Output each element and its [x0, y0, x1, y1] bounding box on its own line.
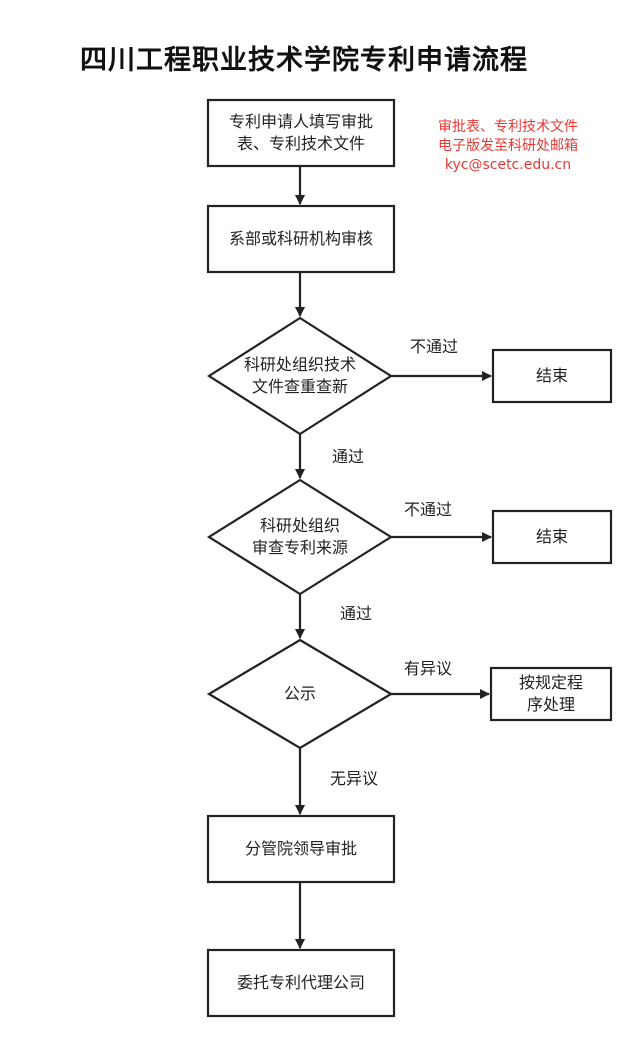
edge-label-novelty-fail: 不通过 — [410, 337, 459, 356]
dept-review-label: 系部或科研机构审核 — [228, 229, 373, 248]
edge-label-no-objection: 无异议 — [330, 769, 379, 788]
novelty-check-label: 科研处组织技术 文件查重查新 — [209, 318, 391, 434]
novelty-check-label-line-2: 文件查重查新 — [251, 377, 348, 396]
source-review-label: 科研处组织 审查专利来源 — [209, 480, 391, 594]
edge-label-novelty-pass: 通过 — [332, 447, 365, 466]
objection-handling-label: 按规定程 序处理 — [491, 668, 611, 720]
agency-box — [206, 948, 396, 1018]
objection-handling-label-line-1: 按规定程 — [518, 673, 583, 692]
publicity-label: 公示 — [283, 684, 316, 703]
objection-handling-label-line-2: 序处理 — [526, 695, 575, 714]
source-review-label-line-2: 审查专利来源 — [251, 538, 348, 557]
email-note-email: kyc@scetc.edu.cn — [444, 157, 572, 173]
source-review-label-line-1: 科研处组织 — [259, 516, 340, 535]
agency-label: 委托专利代理公司 — [236, 973, 365, 992]
objection-handling-box — [489, 666, 613, 722]
end-box-1 — [491, 348, 613, 404]
end-label-2: 结束 — [535, 527, 568, 546]
novelty-check-label-line-1: 科研处组织技术 — [243, 355, 356, 374]
edge-label-source-pass: 通过 — [340, 604, 373, 623]
submit-label: 专利申请人填写审批 表、专利技术文件 — [208, 100, 394, 166]
submit-label-line-1: 专利申请人填写审批 — [228, 112, 373, 131]
submit-label-line-2: 表、专利技术文件 — [236, 134, 365, 153]
edge-label-source-fail: 不通过 — [404, 500, 453, 519]
end-label-1: 结束 — [535, 366, 568, 385]
email-note-line-2: 电子版发至科研处邮箱 — [438, 138, 578, 154]
page-title: 四川工程职业技术学院专利申请流程 — [80, 45, 528, 76]
email-note-line-1: 审批表、专利技术文件 — [438, 119, 578, 135]
edge-label-objection: 有异议 — [404, 659, 453, 678]
leader-approval-label: 分管院领导审批 — [244, 839, 357, 858]
end-box-2 — [491, 509, 613, 565]
email-note: 审批表、专利技术文件 电子版发至科研处邮箱 kyc@scetc.edu.cn — [418, 118, 598, 175]
